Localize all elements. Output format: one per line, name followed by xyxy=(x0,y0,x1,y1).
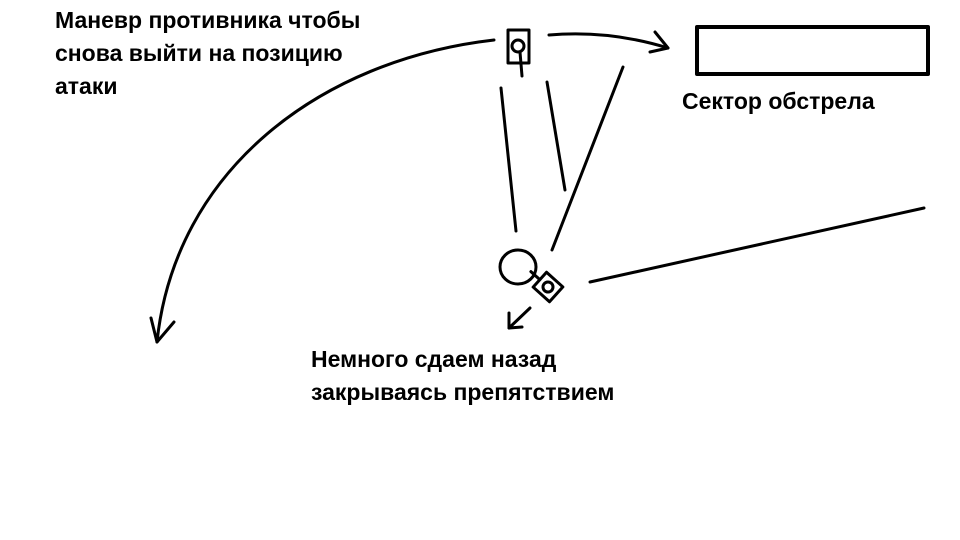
sight-line-to-own-tank xyxy=(550,65,625,252)
enemy-tank-icon xyxy=(506,28,531,78)
fire-sector-rect xyxy=(695,25,930,76)
arrow-enemy-maneuver xyxy=(155,38,496,344)
arrow-to-sector-head xyxy=(648,30,670,54)
own-tank-icon xyxy=(529,270,565,304)
enemy-maneuver-line-3: атаки xyxy=(55,73,118,99)
fire-line-right xyxy=(588,206,926,284)
retreat-line-2: закрываясь препятствием xyxy=(311,379,615,405)
arrow-retreat xyxy=(507,306,532,330)
sight-line-left xyxy=(499,86,518,233)
obstacle-circle xyxy=(498,248,538,286)
retreat-label: Немного сдаем назад закрываясь препятств… xyxy=(311,343,614,409)
enemy-maneuver-label: Маневр противника чтобы снова выйти на п… xyxy=(55,4,360,103)
fire-sector-label: Сектор обстрела xyxy=(682,88,875,114)
sight-line-center xyxy=(545,80,567,192)
arrow-retreat-head xyxy=(507,311,524,330)
arrow-to-sector xyxy=(547,32,670,50)
arrow-enemy-maneuver-head xyxy=(149,316,176,344)
retreat-line-1: Немного сдаем назад xyxy=(311,346,557,372)
enemy-maneuver-line-2: снова выйти на позицию xyxy=(55,40,343,66)
enemy-maneuver-line-1: Маневр противника чтобы xyxy=(55,7,361,33)
